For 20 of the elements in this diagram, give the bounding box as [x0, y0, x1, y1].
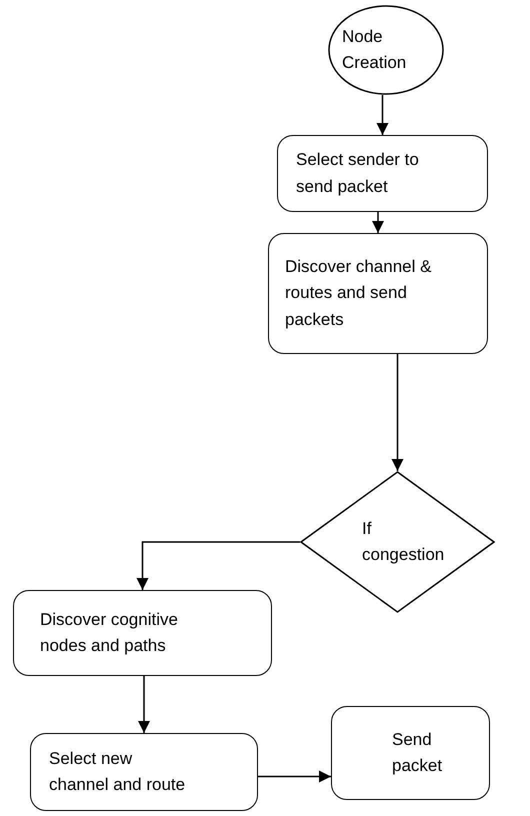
process-box [30, 733, 258, 811]
process-box [268, 233, 488, 354]
node-text: Discover channel & routes and send packets [285, 256, 432, 331]
process-box [331, 706, 490, 800]
arrow [372, 212, 384, 233]
node-text: Node Creation [342, 26, 408, 74]
arrow [258, 770, 331, 782]
decision-diamond [300, 471, 495, 613]
start-ellipse [328, 5, 444, 95]
node-text: Select new channel and route [49, 748, 186, 796]
process-box [277, 135, 488, 212]
arrow [392, 354, 404, 471]
arrow [138, 676, 150, 733]
node-text: Send packet [392, 728, 444, 777]
process-box [13, 590, 272, 676]
node-text: Discover cognitive nodes and paths [40, 608, 179, 657]
arrow [376, 95, 388, 135]
arrow [136, 541, 300, 590]
node-text: If congestion [362, 518, 446, 566]
node-text: Select sender to send packet [296, 149, 420, 198]
